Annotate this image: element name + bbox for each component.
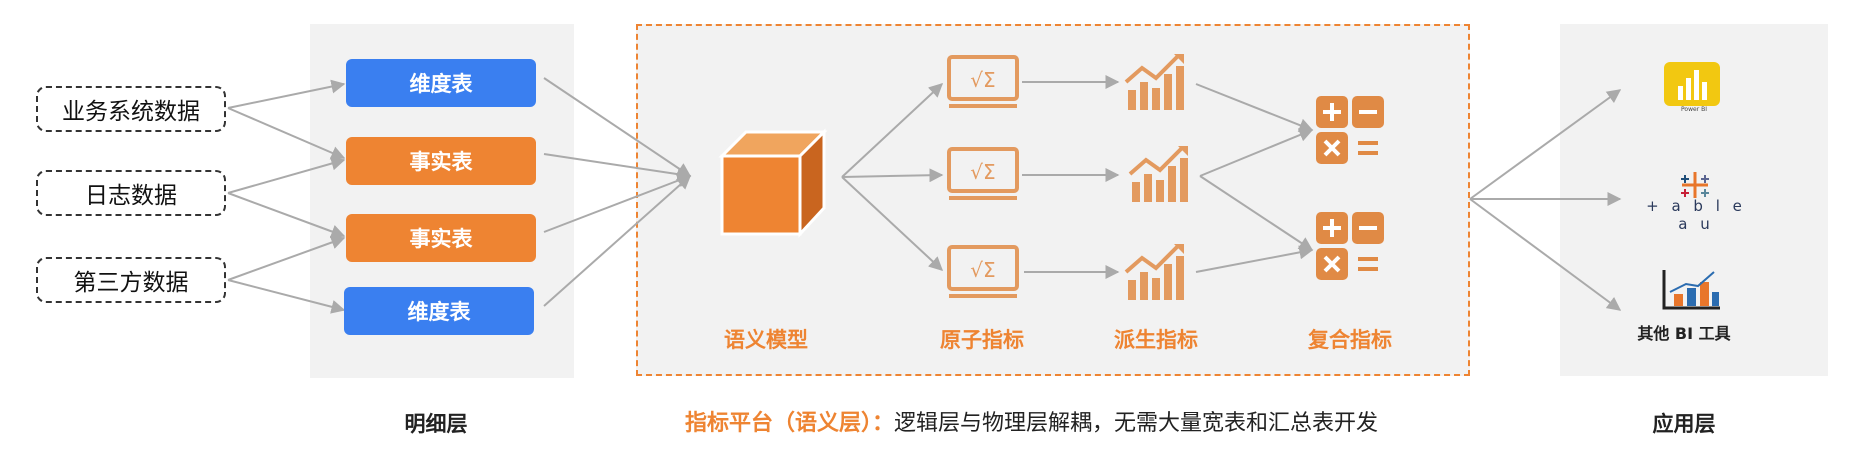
- arrow-src3-tbl4: [227, 279, 346, 314]
- svg-text:√Σ: √Σ: [970, 258, 995, 282]
- other-bi-tools-label: 其他 BI 工具: [1637, 324, 1731, 343]
- svg-text:√Σ: √Σ: [970, 160, 995, 184]
- calculator-operators-icon: [1316, 96, 1384, 164]
- sqrt-sigma-monitor-icon: √Σ: [947, 147, 1019, 200]
- sqrt-sigma-monitor-icon: √Σ: [947, 55, 1019, 108]
- arrow-platform-other: [1469, 198, 1622, 311]
- stage-label-semantic-model: 语义模型: [724, 328, 808, 352]
- bi-tool-chart-icon: [1662, 270, 1720, 310]
- tableau-wordmark: + a b l e a u: [1646, 197, 1746, 233]
- caption-text: 逻辑层与物理层解耦，无需大量宽表和汇总表开发: [894, 411, 1379, 436]
- trend-bar-chart-icon: [1128, 146, 1188, 202]
- stage-label-composite-metrics: 复合指标: [1308, 328, 1392, 352]
- application-layer-label: 应用层: [1652, 412, 1716, 436]
- source-third-party: 第三方数据: [36, 257, 226, 303]
- fact-table-1: 事实表: [346, 137, 536, 185]
- arrow-tbl2-model: [543, 153, 692, 182]
- arrow-tbl1-model: [543, 77, 692, 177]
- trend-bar-chart-icon: [1124, 244, 1184, 300]
- cube-icon: [718, 128, 828, 238]
- arrow-platform-powerbi: [1469, 89, 1622, 200]
- dimension-table-2: 维度表: [344, 287, 534, 335]
- arrow-tbl3-model: [543, 173, 692, 233]
- fact-table-2: 事实表: [346, 214, 536, 262]
- trend-bar-chart-icon: [1124, 54, 1184, 110]
- arrow-derived1-comp1: [1195, 83, 1314, 132]
- arrow-derived2-comp2: [1199, 175, 1314, 251]
- metric-platform-caption: 指标平台（语义层）：逻辑层与物理层解耦，无需大量宽表和汇总表开发: [685, 405, 1378, 437]
- power-bi-label: Power BI: [1681, 106, 1707, 113]
- arrow-derived2-comp1: [1199, 128, 1314, 177]
- tableau-cross-icon: [1681, 172, 1709, 198]
- sqrt-sigma-monitor-icon: √Σ: [947, 245, 1019, 298]
- calculator-operators-icon: [1316, 212, 1384, 280]
- source-logs: 日志数据: [36, 170, 226, 216]
- caption-highlight: 指标平台（语义层）：: [685, 411, 895, 436]
- arrow-src3-tbl3: [227, 235, 346, 281]
- arrow-src2-tbl2: [227, 156, 346, 194]
- source-business-system: 业务系统数据: [36, 86, 226, 132]
- svg-text:√Σ: √Σ: [970, 68, 995, 92]
- arrow-src1-tbl2: [227, 107, 346, 160]
- arrow-tbl4-model: [543, 175, 692, 307]
- arrow-model-atomic1: [841, 83, 944, 178]
- stage-label-atomic-metrics: 原子指标: [940, 328, 1024, 352]
- arrow-model-atomic3: [841, 176, 944, 271]
- arrow-src1-tbl1: [227, 79, 346, 109]
- detail-layer-label: 明细层: [404, 412, 468, 436]
- arrow-derived3-comp2: [1195, 245, 1314, 273]
- dimension-table-1: 维度表: [346, 59, 536, 107]
- stage-label-derived-metrics: 派生指标: [1114, 328, 1198, 352]
- arrow-model-atomic2: [841, 168, 944, 183]
- arrow-src2-tbl3: [227, 192, 346, 239]
- power-bi-icon: [1664, 62, 1720, 106]
